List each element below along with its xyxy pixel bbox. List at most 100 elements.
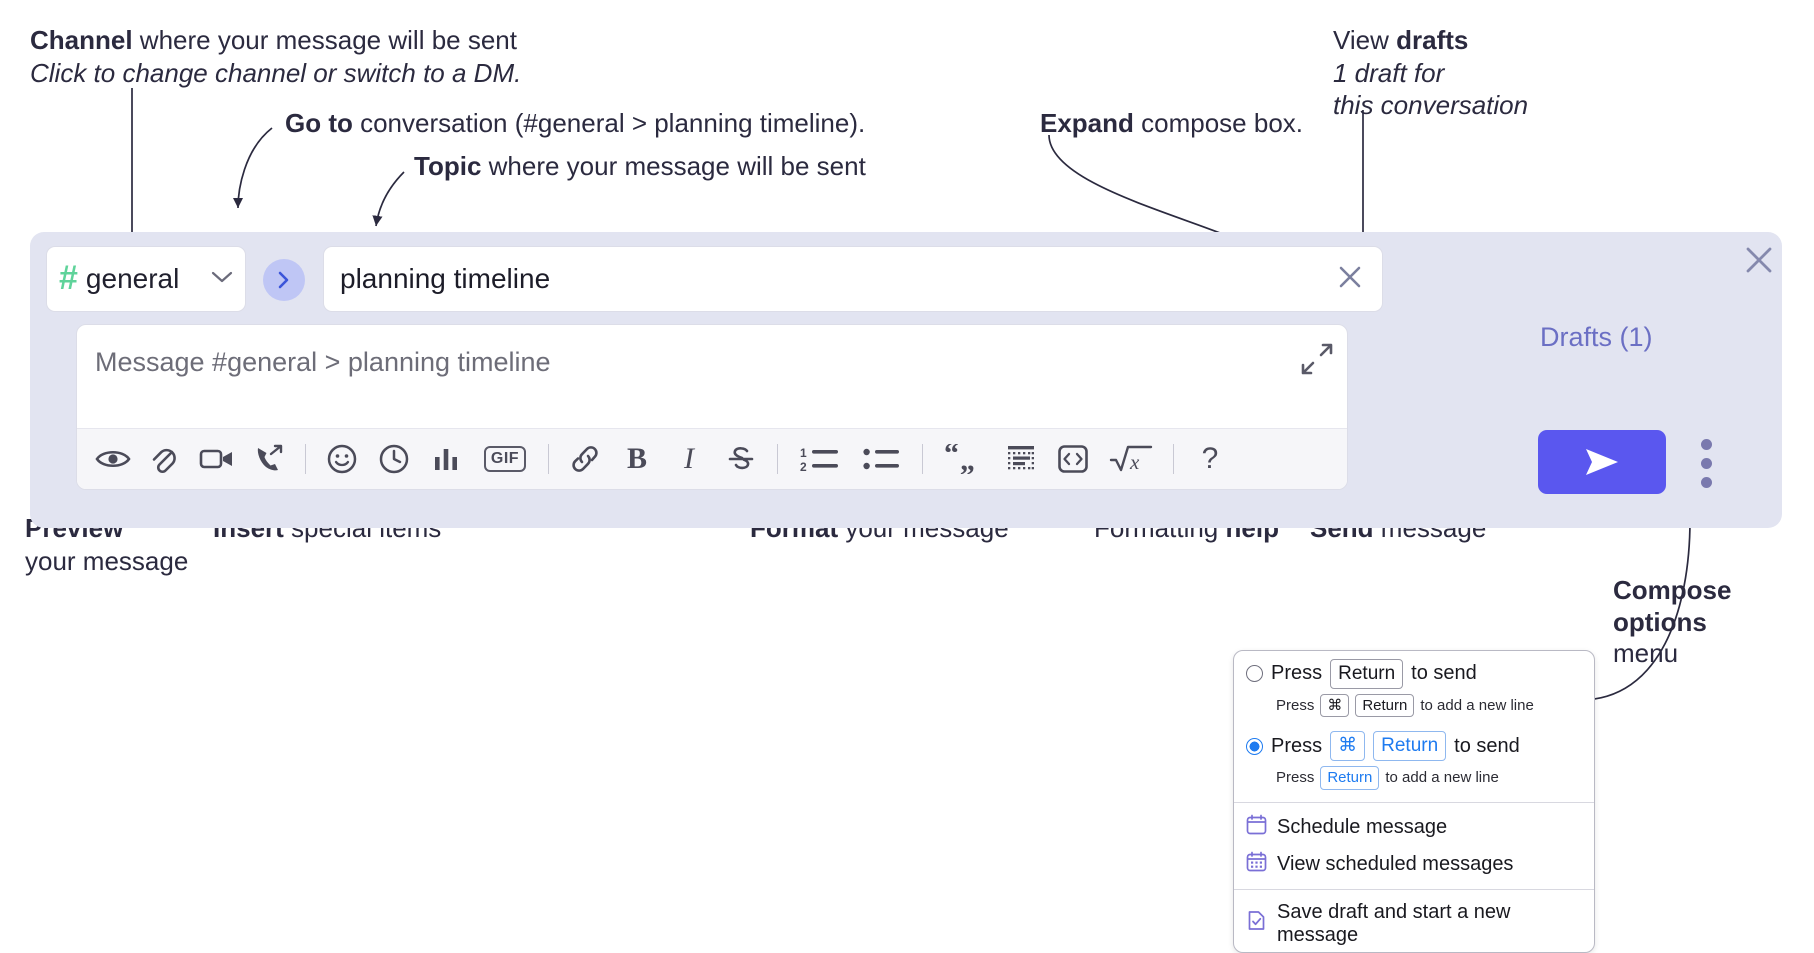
opt1-post: to send: [1411, 662, 1477, 685]
opt1-sub-key-cmd: ⌘: [1320, 693, 1350, 718]
chevron-right-icon: [278, 271, 289, 289]
blockquote-icon[interactable]: “„: [933, 436, 995, 482]
annotation-compose-options: Compose options menu: [1613, 575, 1731, 670]
menu-option-return-to-send[interactable]: Press Return to send Press ⌘ Return to a…: [1234, 651, 1594, 723]
message-placeholder: Message #general > planning timeline: [95, 347, 551, 377]
annotation-compose-options-l3: menu: [1613, 638, 1679, 669]
bold-label: B: [626, 442, 647, 475]
annotation-preview-rest: your message: [25, 545, 189, 576]
compose-header-row: # general planning timeline: [46, 246, 1766, 312]
annotation-topic-bold: Topic: [414, 151, 482, 181]
opt2-sub-key-return: Return: [1320, 765, 1380, 790]
opt2-post: to send: [1454, 734, 1520, 757]
menu-item-label: View scheduled messages: [1277, 852, 1514, 875]
annotation-topic: Topic where your message will be sent: [414, 150, 866, 183]
topic-value: planning timeline: [340, 263, 551, 294]
annotation-expand: Expand compose box.: [1040, 107, 1303, 140]
gif-icon[interactable]: GIF: [472, 436, 538, 482]
annotation-channel: Channel where your message will be sent …: [30, 24, 521, 89]
annotation-goto-bold: Go to: [285, 108, 353, 138]
drafts-link[interactable]: Drafts (1): [1540, 322, 1653, 352]
link-icon[interactable]: [559, 436, 611, 482]
opt2-key-cmd: ⌘: [1330, 731, 1366, 761]
menu-item-view-scheduled-messages[interactable]: View scheduled messages: [1234, 846, 1594, 883]
topic-field[interactable]: planning timeline: [323, 246, 1383, 312]
menu-item-label: Save draft and start a new message: [1277, 900, 1511, 946]
math-icon[interactable]: x: [1099, 436, 1163, 482]
italic-icon[interactable]: I: [663, 436, 715, 482]
eye-icon[interactable]: [87, 436, 139, 482]
opt1-sub-post: to add a new line: [1420, 696, 1534, 714]
paperclip-icon[interactable]: [139, 436, 191, 482]
annotation-channel-bold: Channel: [30, 25, 133, 55]
compose-options-button[interactable]: [1692, 432, 1720, 494]
menu-item-label: Schedule message: [1277, 815, 1448, 838]
annotation-drafts-bold: drafts: [1396, 25, 1469, 55]
svg-text:“: “: [944, 444, 959, 470]
gif-label: GIF: [483, 446, 527, 472]
menu-item-save-draft[interactable]: Save draft and start a new message: [1234, 896, 1594, 952]
help-label: ?: [1201, 442, 1219, 475]
toolbar-separator: [305, 444, 306, 474]
toolbar-separator: [922, 444, 923, 474]
kebab-dot: [1700, 476, 1712, 488]
opt1-pre: Press: [1271, 662, 1323, 685]
menu-option-cmd-return-to-send[interactable]: Press ⌘ Return to send Press Return to a…: [1234, 723, 1594, 795]
send-arrow-icon: [1586, 449, 1618, 475]
strikethrough-icon[interactable]: [715, 436, 767, 482]
hash-icon: #: [59, 259, 78, 297]
send-button[interactable]: [1538, 430, 1666, 494]
italic-label: I: [684, 442, 694, 475]
calendar-grid-icon: [1246, 851, 1267, 878]
opt1-sub-key-return: Return: [1355, 693, 1415, 718]
opt2-sub-post: to add a new line: [1385, 769, 1499, 787]
close-icon[interactable]: [1742, 243, 1776, 282]
opt1-key-return: Return: [1330, 659, 1404, 689]
menu-divider: [1234, 888, 1594, 890]
code-icon[interactable]: [1047, 436, 1099, 482]
annotation-goto: Go to conversation (#general > planning …: [285, 107, 865, 140]
calendar-icon: [1246, 814, 1267, 841]
radio-cmd-return-to-send[interactable]: [1246, 737, 1263, 755]
code-block-icon[interactable]: [995, 436, 1047, 482]
bold-icon[interactable]: B: [611, 436, 663, 482]
svg-text:„: „: [960, 444, 975, 474]
kebab-dot: [1700, 457, 1712, 469]
menu-divider: [1234, 801, 1594, 803]
message-editor[interactable]: Message #general > planning timeline: [76, 324, 1348, 490]
toolbar-separator: [777, 444, 778, 474]
kebab-dot: [1700, 438, 1712, 450]
svg-text:x: x: [1129, 450, 1140, 474]
opt2-key-return: Return: [1373, 731, 1447, 761]
annotation-compose-options-l1: Compose: [1613, 575, 1732, 605]
bar-chart-icon[interactable]: [420, 436, 472, 482]
video-camera-icon[interactable]: [191, 436, 243, 482]
document-check-icon: [1246, 910, 1267, 937]
compose-options-menu: Press Return to send Press ⌘ Return to a…: [1233, 650, 1595, 953]
phone-forward-icon[interactable]: [243, 436, 295, 482]
goto-conversation-button[interactable]: [263, 259, 305, 301]
annotation-drafts-sub2: this conversation: [1333, 90, 1529, 120]
annotation-channel-rest: where your message will be sent: [132, 25, 517, 55]
radio-return-to-send[interactable]: [1246, 665, 1263, 683]
expand-icon[interactable]: [1301, 343, 1333, 380]
clear-topic-icon[interactable]: [1334, 261, 1366, 298]
menu-item-schedule-message[interactable]: Schedule message: [1234, 809, 1594, 846]
emoji-icon[interactable]: [316, 436, 368, 482]
bullet-list-icon[interactable]: [852, 436, 912, 482]
svg-text:2: 2: [800, 460, 807, 474]
annotation-drafts-pre: View: [1333, 25, 1397, 55]
annotation-drafts: View drafts 1 draft for this conversatio…: [1333, 24, 1528, 122]
annotation-channel-sub: Click to change channel or switch to a D…: [30, 57, 522, 88]
compose-box: # general planning timeline Message #gen…: [30, 232, 1782, 528]
channel-selector[interactable]: # general: [46, 246, 246, 312]
annotation-expand-rest: compose box.: [1133, 108, 1304, 138]
opt2-sub-pre: Press: [1276, 769, 1315, 787]
clock-icon[interactable]: [368, 436, 420, 482]
toolbar-separator: [548, 444, 549, 474]
annotation-topic-rest: where your message will be sent: [481, 151, 866, 181]
annotation-expand-bold: Expand: [1040, 108, 1134, 138]
channel-name: general: [85, 263, 180, 294]
help-icon[interactable]: ?: [1184, 436, 1236, 482]
